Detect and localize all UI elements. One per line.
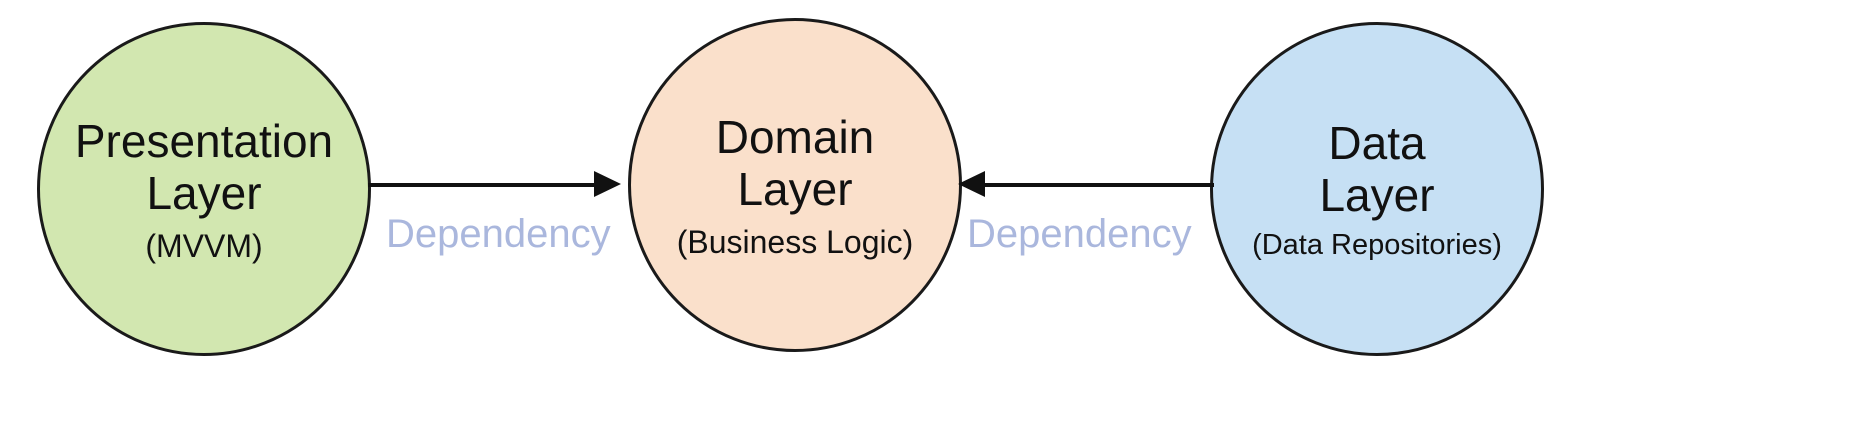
node-presentation-layer-title: Presentation Layer xyxy=(74,115,334,219)
node-presentation-layer-subtitle: (MVVM) xyxy=(145,227,263,264)
node-domain-layer-subtitle: (Business Logic) xyxy=(676,223,914,260)
node-domain-layer-title: Domain Layer xyxy=(715,111,875,215)
arrow-left-icon xyxy=(958,171,985,197)
edge-presentation-to-domain-line xyxy=(368,183,612,187)
edge-data-to-domain-line xyxy=(966,183,1214,187)
node-data-layer[interactable]: Data Layer (Data Repositories) xyxy=(1210,22,1544,356)
edge-label-data-to-domain: Dependency xyxy=(967,212,1192,256)
node-presentation-layer[interactable]: Presentation Layer (MVVM) xyxy=(37,22,371,356)
arrow-right-icon xyxy=(594,171,621,197)
node-domain-layer[interactable]: Domain Layer (Business Logic) xyxy=(628,18,962,352)
node-data-layer-title: Data Layer xyxy=(1319,116,1435,221)
node-data-layer-subtitle: (Data Repositories) xyxy=(1252,229,1502,262)
edge-label-presentation-to-domain: Dependency xyxy=(386,212,611,256)
